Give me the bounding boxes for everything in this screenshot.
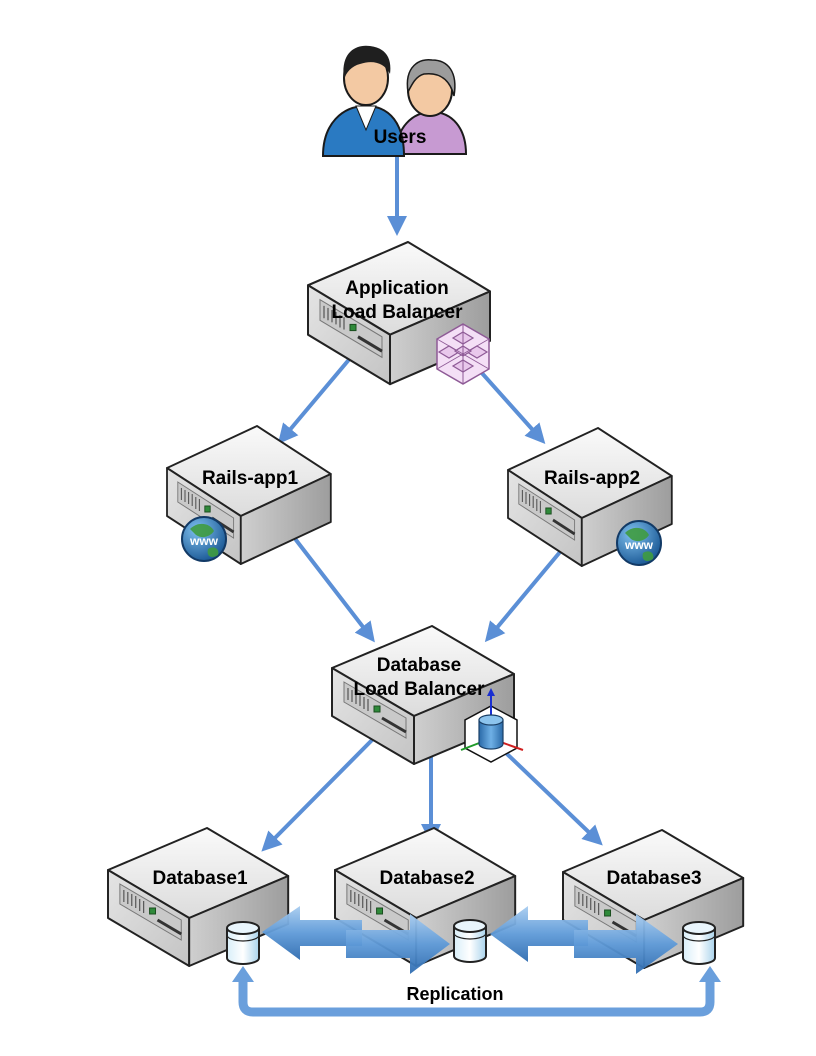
arrow-rails2-to-dblb (484, 544, 567, 643)
arrow-dblb-to-db3 (503, 750, 603, 846)
users-label: Users (374, 127, 427, 148)
users-icon (321, 45, 468, 157)
alb-label-line2: Load Balancer (332, 302, 464, 323)
replication-arrow-db1-db2 (262, 906, 450, 974)
database-cylinder-icon (682, 921, 716, 965)
rails1-node: Rails-app1 (165, 424, 333, 566)
database-cylinder-icon (453, 919, 487, 963)
alb-node: Application Load Balancer (306, 240, 492, 386)
arrow-alb-to-rails1 (277, 354, 354, 445)
arrow-rails1-to-dblb (294, 538, 375, 643)
database-balancer-icon (460, 688, 524, 763)
replication-arrow-db2-db3 (490, 906, 678, 974)
db2-node: Database2 (333, 826, 517, 968)
arrow-dblb-to-db1 (261, 732, 380, 852)
rails2-node: Rails-app2 (506, 426, 674, 568)
rails2-label: Rails-app2 (544, 468, 640, 489)
users-node: Users (321, 45, 468, 157)
alb-label-line1: Application (345, 278, 448, 299)
load-balancer-cube-icon (436, 323, 490, 385)
dblb-label-line2: Load Balancer (354, 679, 486, 700)
rails1-label: Rails-app1 (202, 468, 299, 489)
dblb-node: Database Load Balancer (330, 624, 524, 766)
arrow-alb-to-rails2 (470, 360, 546, 444)
globe-www-icon (616, 520, 662, 566)
db1-node: Database1 (106, 826, 290, 968)
db3-node: Database3 (561, 828, 745, 970)
replication-loop (232, 966, 721, 1017)
dblb-label-line1: Database (377, 655, 462, 676)
replication-label: Replication (406, 984, 503, 1004)
database-cylinder-icon (226, 921, 260, 965)
db2-label: Database2 (379, 868, 474, 889)
globe-www-icon (181, 516, 227, 562)
db3-label: Database3 (606, 868, 701, 889)
db1-label: Database1 (152, 868, 247, 889)
